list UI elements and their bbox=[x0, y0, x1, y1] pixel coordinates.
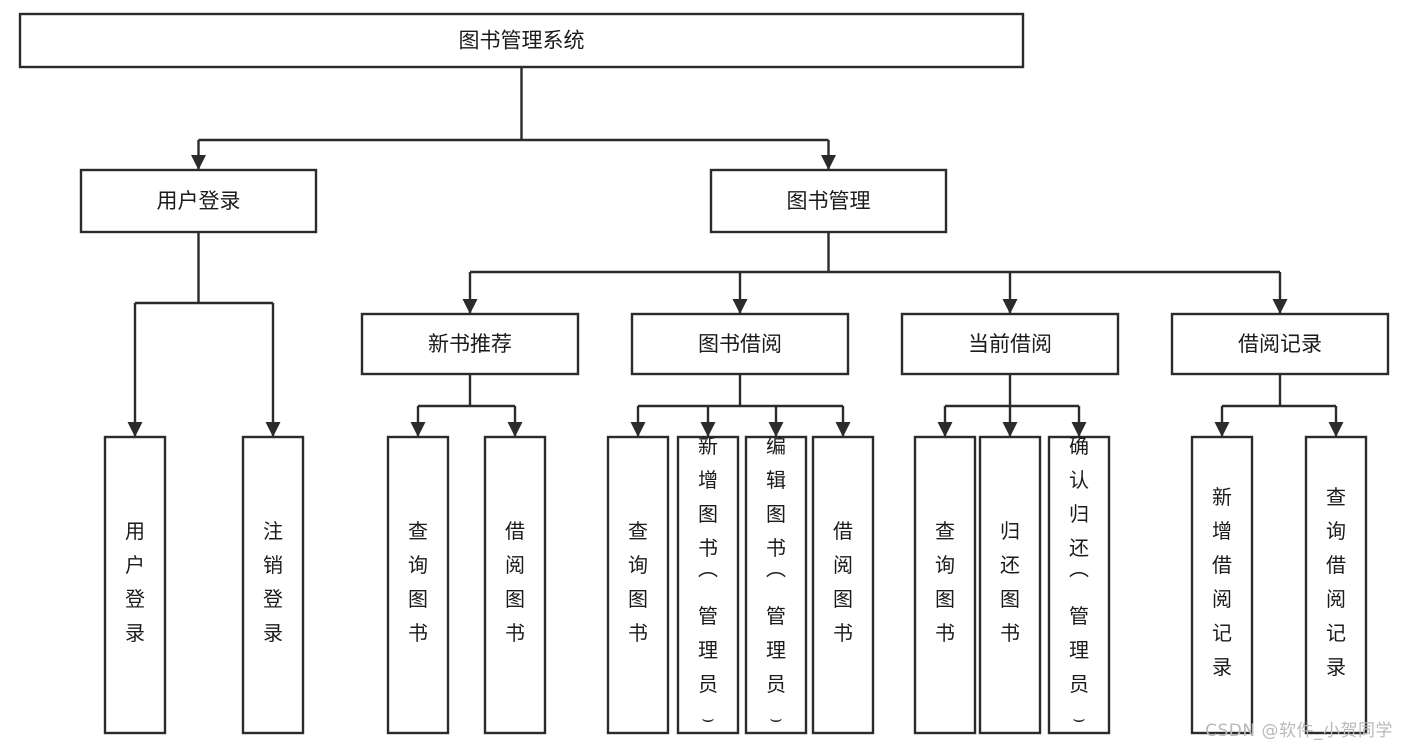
node-label: 图书管理系统 bbox=[459, 29, 585, 53]
node-l2-用户登录[interactable]: 用户登录 bbox=[79, 168, 318, 234]
arrow-head-icon bbox=[1214, 422, 1230, 437]
node-l3-新书推荐[interactable]: 新书推荐 bbox=[360, 312, 580, 376]
leaf-node-label: 注销登录 bbox=[263, 519, 283, 645]
arrow-head-icon bbox=[1071, 422, 1087, 437]
leaf-node-新增借阅记录[interactable]: 新增借阅记录 bbox=[1190, 435, 1254, 735]
connector-group-root bbox=[191, 67, 836, 170]
leaf-node-label: 归还图书 bbox=[1000, 519, 1020, 645]
arrow-head-icon bbox=[768, 422, 784, 437]
arrow-head-icon bbox=[630, 422, 646, 437]
arrow-head-icon bbox=[821, 155, 836, 170]
leaf-node-label: 编辑图书⌒管理员⌣ bbox=[766, 434, 786, 730]
leaf-node-查询图书[interactable]: 查询图书 bbox=[386, 435, 450, 735]
leaf-node-编辑图书管理员[interactable]: 编辑图书⌒管理员⌣ bbox=[744, 434, 808, 735]
connector-group-当前借阅 bbox=[937, 374, 1087, 437]
node-l3-图书借阅[interactable]: 图书借阅 bbox=[630, 312, 850, 376]
arrow-head-icon bbox=[732, 299, 748, 314]
connector-group-user-login bbox=[127, 232, 281, 437]
leaf-node-label: 查询图书 bbox=[408, 519, 428, 645]
node-l3-当前借阅[interactable]: 当前借阅 bbox=[900, 312, 1120, 376]
arrow-head-icon bbox=[1002, 299, 1018, 314]
node-label: 当前借阅 bbox=[968, 332, 1052, 356]
arrow-head-icon bbox=[1272, 299, 1288, 314]
arrow-head-icon bbox=[410, 422, 426, 437]
leaf-node-归还图书[interactable]: 归还图书 bbox=[978, 435, 1042, 735]
leaf-node-用户登录[interactable]: 用户登录 bbox=[103, 435, 167, 735]
leaf-node-label: 借阅图书 bbox=[833, 519, 853, 645]
arrow-head-icon bbox=[507, 422, 523, 437]
node-root-图书管理系统[interactable]: 图书管理系统 bbox=[18, 12, 1025, 69]
connector-group-图书借阅 bbox=[630, 374, 851, 437]
leaf-node-借阅图书[interactable]: 借阅图书 bbox=[811, 435, 875, 735]
leaf-node-label: 用户登录 bbox=[125, 519, 145, 645]
arrow-head-icon bbox=[127, 422, 143, 437]
leaf-node-label: 查询图书 bbox=[935, 519, 955, 645]
arrow-head-icon bbox=[1002, 422, 1018, 437]
node-l3-借阅记录[interactable]: 借阅记录 bbox=[1170, 312, 1390, 376]
connector-group-book-mgmt bbox=[462, 232, 1288, 314]
arrow-head-icon bbox=[1328, 422, 1344, 437]
node-label: 新书推荐 bbox=[428, 332, 512, 356]
arrow-head-icon bbox=[462, 299, 478, 314]
leaf-node-新增图书管理员[interactable]: 新增图书⌒管理员⌣ bbox=[676, 434, 740, 735]
connector-group-新书推荐 bbox=[410, 374, 523, 437]
nodes-layer: 图书管理系统用户登录图书管理新书推荐图书借阅当前借阅借阅记录用户登录注销登录查询… bbox=[18, 12, 1390, 735]
leaf-node-借阅图书[interactable]: 借阅图书 bbox=[483, 435, 547, 735]
node-label: 图书管理 bbox=[787, 189, 871, 213]
node-l2-图书管理[interactable]: 图书管理 bbox=[709, 168, 948, 234]
leaf-node-注销登录[interactable]: 注销登录 bbox=[241, 435, 305, 735]
leaf-node-确认归还管理员[interactable]: 确认归还⌒管理员⌣ bbox=[1047, 434, 1111, 735]
connectors-layer bbox=[127, 67, 1344, 437]
arrow-head-icon bbox=[700, 422, 716, 437]
leaf-node-label: 新增借阅记录 bbox=[1212, 485, 1232, 679]
arrow-head-icon bbox=[937, 422, 953, 437]
watermark-text: CSDN @软件_小贺同学 bbox=[1205, 721, 1393, 741]
node-label: 图书借阅 bbox=[698, 332, 782, 356]
leaf-node-查询借阅记录[interactable]: 查询借阅记录 bbox=[1304, 435, 1368, 735]
leaf-node-查询图书[interactable]: 查询图书 bbox=[913, 435, 977, 735]
leaf-node-label: 确认归还⌒管理员⌣ bbox=[1069, 434, 1089, 730]
leaf-node-label: 查询借阅记录 bbox=[1326, 485, 1346, 679]
arrow-head-icon bbox=[835, 422, 851, 437]
leaf-node-label: 借阅图书 bbox=[505, 519, 525, 645]
node-label: 借阅记录 bbox=[1238, 332, 1322, 356]
node-label: 用户登录 bbox=[157, 189, 241, 213]
leaf-node-查询图书[interactable]: 查询图书 bbox=[606, 435, 670, 735]
connector-group-借阅记录 bbox=[1214, 374, 1344, 437]
arrow-head-icon bbox=[191, 155, 206, 170]
leaf-node-label: 新增图书⌒管理员⌣ bbox=[698, 434, 718, 730]
arrow-head-icon bbox=[265, 422, 281, 437]
leaf-node-label: 查询图书 bbox=[628, 519, 648, 645]
